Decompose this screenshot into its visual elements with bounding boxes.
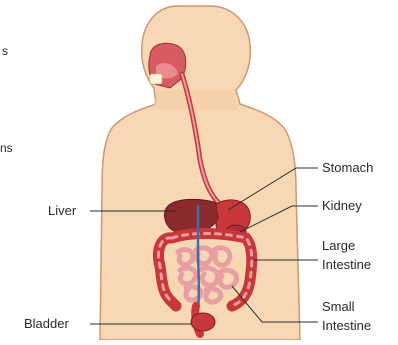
label-large-intestine-line1: Large bbox=[322, 237, 355, 255]
label-small-intestine-line1: Small bbox=[322, 298, 355, 316]
label-bladder: Bladder bbox=[24, 315, 69, 333]
label-large-intestine-line2: Intestine bbox=[322, 256, 371, 274]
label-small-intestine-line2: Intestine bbox=[322, 317, 371, 335]
bladder bbox=[191, 313, 215, 331]
label-liver: Liver bbox=[48, 202, 76, 220]
label-kidney: Kidney bbox=[322, 197, 362, 215]
label-stomach: Stomach bbox=[322, 159, 373, 177]
cropped-text-fragment: s bbox=[2, 44, 8, 58]
cropped-text-fragment: ns bbox=[0, 141, 13, 155]
teeth bbox=[150, 74, 162, 84]
blood-vessel bbox=[198, 206, 199, 310]
neck-shade bbox=[152, 90, 238, 110]
